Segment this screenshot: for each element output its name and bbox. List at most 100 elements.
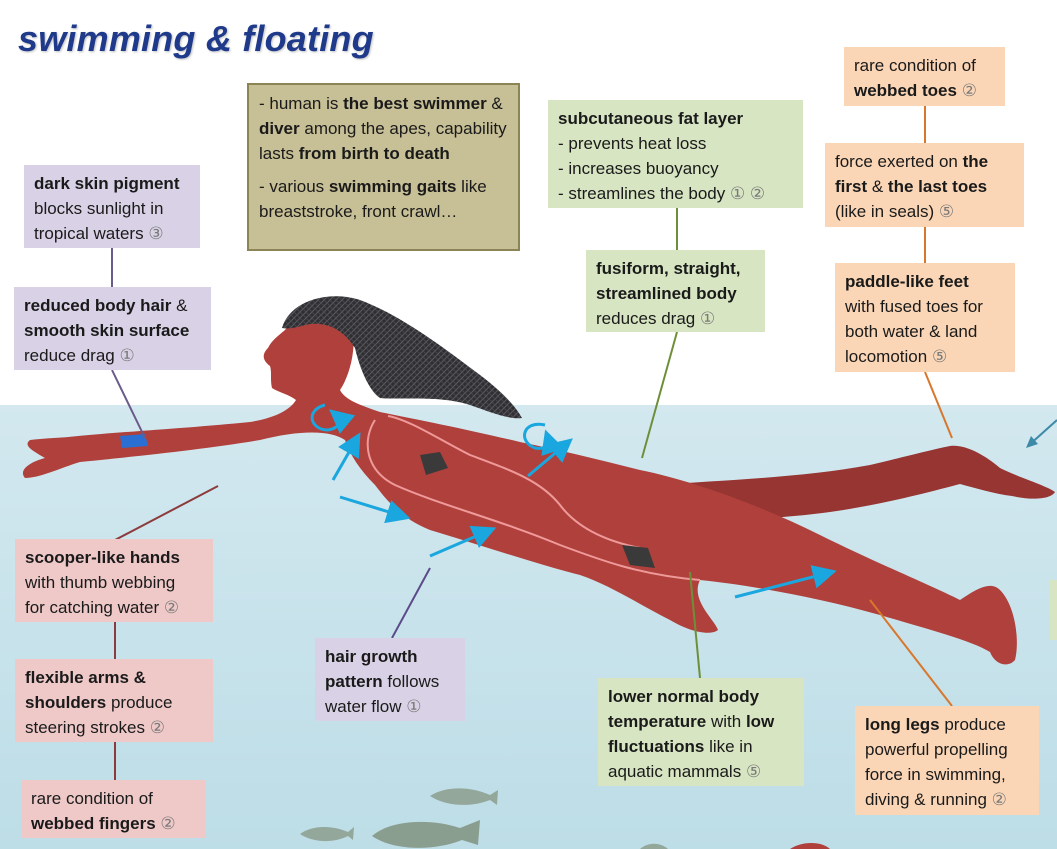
label-text: streamlined body (596, 284, 737, 303)
webbed-toes-line: rare condition of (854, 53, 995, 78)
label-text: like in (704, 737, 753, 756)
label-text: hair growth (325, 647, 418, 666)
label-text: reduce drag (24, 346, 120, 365)
label-text: swimming gaits (328, 177, 457, 196)
long-legs-line: force in swimming, (865, 762, 1029, 787)
label-text: subcutaneous fat layer (558, 109, 744, 128)
flow-arrows (331, 432, 837, 599)
label-text: webbed toes (854, 81, 957, 100)
fusiform-line: streamlined body (596, 281, 755, 306)
flexible-arms-line: shoulders produce (25, 690, 203, 715)
body-temp-line: temperature with low (608, 709, 794, 734)
long-legs-line: diving & running ② (865, 787, 1029, 812)
label-text: with (706, 712, 746, 731)
long-legs-line: powerful propelling (865, 737, 1029, 762)
label-text: diver (259, 119, 300, 138)
reference-number: ⑤ (931, 347, 948, 366)
reference-number: ② (961, 81, 977, 100)
label-text: force exerted on (835, 152, 963, 171)
label-text: - human is (259, 94, 344, 113)
label-text: the (962, 152, 989, 171)
reference-number: ③ (148, 224, 164, 243)
body-hair-line: smooth skin surface (24, 318, 201, 343)
label-text: the last toes (887, 177, 988, 196)
paddle-feet-line: with fused toes for (845, 294, 1005, 319)
webbed-fingers-line: webbed fingers ② (31, 811, 196, 836)
fusiform-line: reduces drag ① (596, 306, 755, 331)
label-text: powerful propelling (865, 740, 1008, 759)
flexible-arms-line: flexible arms & (25, 665, 203, 690)
label-long-legs: long legs produce powerful propelling forc… (855, 706, 1039, 815)
dark-skin-line: tropical waters ③ (34, 221, 190, 246)
swimsuit-top (420, 452, 448, 475)
label-text: long legs (865, 715, 940, 734)
force-toes-line: (like in seals) ⑤ (835, 199, 1014, 224)
label-fusiform-body: fusiform, straight, streamlined body reduc… (586, 250, 765, 332)
subcutaneous-fat-line: subcutaneous fat layer (558, 106, 793, 131)
reference-number: ⑤ (938, 202, 955, 221)
label-text: for catching water (25, 598, 164, 617)
label-text: tropical waters (34, 224, 149, 243)
label-text: - various (259, 177, 329, 196)
label-text: & (171, 296, 188, 315)
reference-number: ⑤ (745, 762, 762, 781)
label-text: diving & running (865, 790, 992, 809)
label-text: paddle-like feet (845, 272, 969, 291)
label-text: (like in seals) (835, 202, 939, 221)
diagram-title: swimming & floating (18, 18, 374, 59)
swimsuit-bottom (622, 545, 655, 568)
label-text: water flow (325, 697, 407, 716)
force-toes-line: force exerted on the (835, 149, 1014, 174)
webbed-toes-line: webbed toes ② (854, 78, 995, 103)
label-text: & (867, 177, 888, 196)
label-text: & (486, 94, 503, 113)
swimmer-body (22, 311, 1017, 665)
label-text: smooth skin surface (24, 321, 190, 340)
hair-growth-line: water flow ① (325, 694, 455, 719)
label-text: from birth to death (298, 144, 450, 163)
hair-growth-line: hair growth (325, 644, 455, 669)
body-hair-line: reduce drag ① (24, 343, 201, 368)
label-text: - prevents heat loss (558, 134, 707, 153)
label-text: force in swimming, (865, 765, 1006, 784)
label-text: produce (939, 715, 1006, 734)
label-text: among the apes, capability lasts (259, 119, 507, 163)
label-text: like breaststroke, front crawl… (259, 177, 487, 221)
far-leg (660, 445, 1055, 520)
dark-skin-line: dark skin pigment (34, 171, 190, 196)
label-best-swimmer: - human is the best swimmer & diver amon… (247, 83, 520, 251)
dark-skin-line: blocks sunlight in (34, 196, 190, 221)
paddle-feet-line: paddle-like feet (845, 269, 1005, 294)
label-webbed-toes: rare condition of webbed toes ② (844, 47, 1005, 106)
fish-shapes (300, 788, 830, 849)
label-text: locomotion (845, 347, 932, 366)
label-text: shoulders (25, 693, 107, 712)
label-text: - streamlines the body (558, 184, 730, 203)
body-temp-line: aquatic mammals ⑤ (608, 759, 794, 784)
scooper-hands-line: for catching water ② (25, 595, 203, 620)
label-text: produce (106, 693, 173, 712)
subcutaneous-fat-line: - prevents heat loss (558, 131, 793, 156)
label-text: rare condition of (854, 56, 976, 75)
label-text: temperature (608, 712, 707, 731)
paddle-feet-line: both water & land (845, 319, 1005, 344)
label-text: webbed fingers (31, 814, 156, 833)
label-text: steering strokes (25, 718, 150, 737)
label-text: with thumb webbing (25, 573, 176, 592)
reference-number: ① (699, 309, 716, 328)
subcutaneous-fat-line: - streamlines the body ① ② (558, 181, 793, 206)
body-temp-line: lower normal body (608, 684, 794, 709)
label-text: scooper-like hands (25, 548, 180, 567)
reference-number: ② (160, 814, 176, 833)
label-text: lower normal body (608, 687, 760, 706)
flexible-arms-line: steering strokes ② (25, 715, 203, 740)
label-text: fusiform, straight, (596, 259, 741, 278)
label-text: aquatic mammals (608, 762, 746, 781)
label-text: - increases buoyancy (558, 159, 719, 178)
